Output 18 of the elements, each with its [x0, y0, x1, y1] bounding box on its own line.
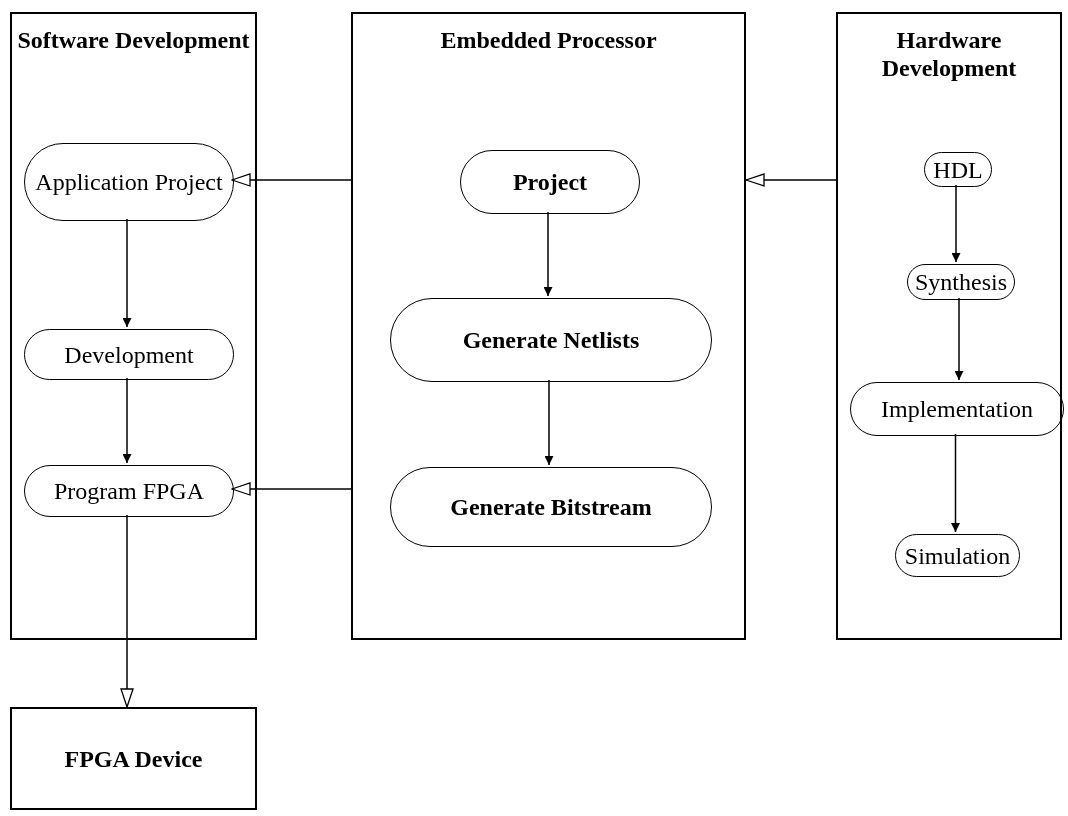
arrow — [120, 514, 134, 708]
arrow — [954, 297, 964, 381]
arrow — [543, 211, 553, 297]
arrow — [231, 173, 352, 187]
group-panel — [10, 12, 257, 640]
group-panel — [836, 12, 1062, 640]
group-panel — [351, 12, 746, 640]
panel-title: Hardware Development — [880, 26, 1018, 82]
arrow — [951, 184, 961, 263]
arrow — [951, 433, 960, 533]
device-box: FPGA Device — [10, 707, 257, 810]
arrow — [745, 173, 837, 187]
arrow — [231, 482, 352, 496]
panel-title: Embedded Processor — [439, 26, 658, 54]
arrow — [544, 379, 554, 466]
arrow — [122, 377, 132, 464]
panel-title: Software Development — [16, 26, 251, 54]
arrow — [122, 218, 132, 328]
